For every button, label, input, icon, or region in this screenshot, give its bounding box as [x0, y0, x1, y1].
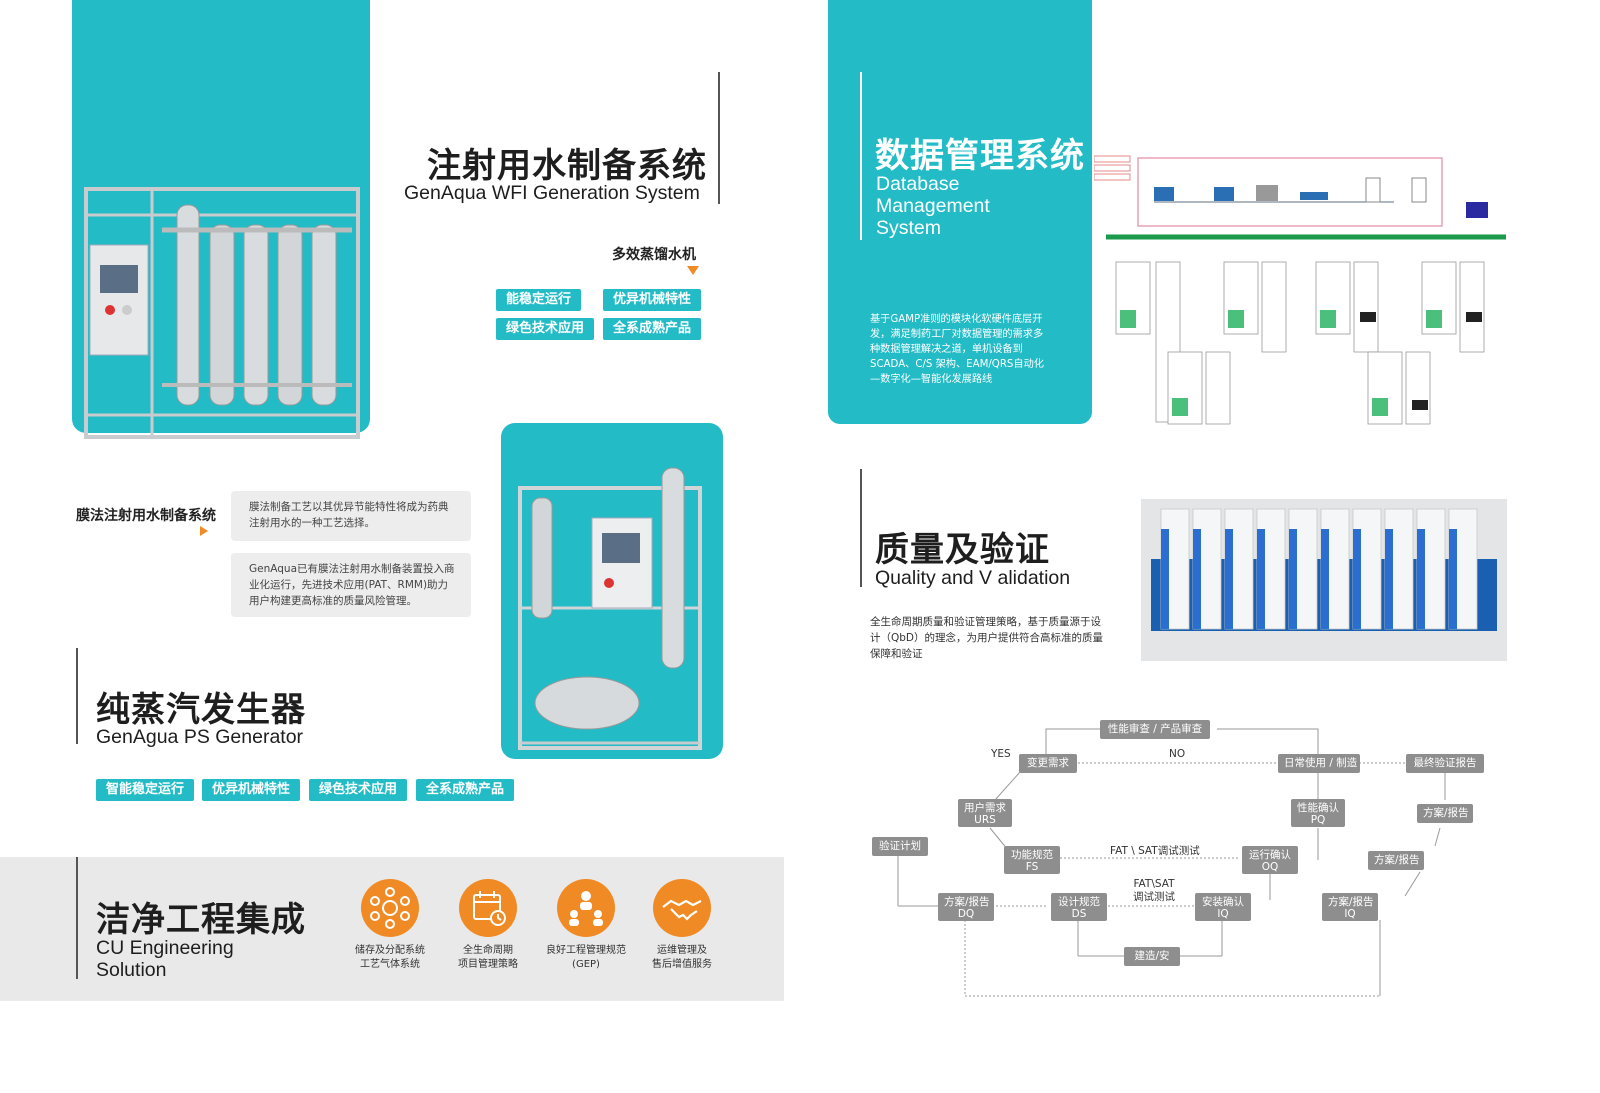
wfi-arrow-icon [687, 266, 699, 275]
membrane-para-1: 膜法制备工艺以其优异节能特性将成为药典注射用水的一种工艺选择。 [231, 491, 471, 541]
flow-plan-report: 方案/报告 [1417, 804, 1473, 823]
dms-title-zh: 数据管理系统 [875, 136, 1085, 176]
cu-divider [76, 857, 78, 979]
cu-title-zh: 洁净工程集成 [96, 900, 306, 940]
dms-panel [828, 0, 1092, 424]
cu-icon-caption: 良好工程管理规范(GEP) [546, 945, 626, 970]
flow-no-label: NO [1169, 748, 1186, 760]
cu-title-en-2: Solution [96, 959, 167, 981]
wfi-title-en: GenAqua WFI Generation System [404, 182, 700, 204]
wfi-subtitle: 多效蒸馏水机 [612, 247, 696, 263]
flow-validation-plan: 验证计划 [872, 837, 928, 856]
cu-title-en-1: CU Engineering [96, 937, 234, 959]
ps-tag: 全系成熟产品 [416, 779, 515, 801]
network-icon [361, 879, 419, 937]
quality-paragraph: 全生命周期质量和验证管理策略，基于质量源于设计（QbD）的理念，为用户提供符合高… [870, 616, 1104, 660]
wfi-title-zh: 注射用水制备系统 [427, 146, 707, 186]
dms-title-en-1: Database [876, 173, 960, 195]
flow-yes-label: YES [991, 748, 1011, 760]
flow-fat-sat-label: FAT \ SAT调试测试 [1110, 845, 1200, 857]
dms-title-en-2: Management [876, 195, 990, 217]
flow-build: 建造/安 [1124, 947, 1180, 966]
handshake-icon [653, 879, 711, 937]
calendar-icon [459, 879, 517, 937]
wfi-divider [718, 72, 720, 204]
membrane-title: 膜法注射用水制备系统 [76, 508, 216, 524]
quality-title-en: Quality and V alidation [875, 567, 1071, 589]
ps-title-zh: 纯蒸汽发生器 [96, 690, 306, 730]
quality-title-zh: 质量及验证 [875, 530, 1050, 570]
flow-final-report: 最终验证报告 [1406, 754, 1484, 773]
network-diagram [1094, 155, 1506, 425]
cu-icon-caption: 运维管理及售后增值服务 [652, 945, 712, 970]
cu-icon-caption: 全生命周期项目管理策略 [458, 945, 518, 970]
wfi-machine-image [84, 187, 360, 439]
dms-paragraph: 基于GAMP准则的模块化软硬件底层开发，满足制药工厂对数据管理的需求多种数据管理… [870, 314, 1044, 385]
membrane-para-2: GenAqua已有膜法注射用水制备装置投入商业化运行，先进技术应用(PAT、RM… [231, 553, 471, 617]
binders-photo [1141, 499, 1507, 661]
team-icon [557, 879, 615, 937]
ps-machine-image [518, 467, 702, 750]
dms-divider [860, 72, 862, 240]
dms-title-en-3: System [876, 217, 942, 239]
membrane-arrow-icon [200, 526, 208, 536]
wfi-tag: 全系成熟产品 [603, 318, 702, 340]
flow-change-request: 变更需求 [1019, 754, 1077, 773]
flow-review: 性能审查 / 产品审查 [1100, 720, 1210, 739]
wfi-tag: 绿色技术应用 [496, 318, 595, 340]
flow-plan-report: 方案/报告 [1368, 851, 1424, 870]
flow-daily-use: 日常使用 / 制造 [1278, 754, 1360, 773]
ps-title-en: GenAgua PS Generator [96, 726, 304, 748]
quality-divider [860, 469, 862, 587]
wfi-tag: 优异机械特性 [603, 289, 702, 311]
wfi-tag: 能稳定运行 [496, 289, 582, 311]
ps-tag: 优异机械特性 [202, 779, 301, 801]
ps-tag: 智能稳定运行 [96, 779, 195, 801]
ps-divider [76, 648, 78, 744]
ps-tag: 绿色技术应用 [309, 779, 408, 801]
cu-icon-caption: 储存及分配系统工艺气体系统 [355, 945, 425, 970]
